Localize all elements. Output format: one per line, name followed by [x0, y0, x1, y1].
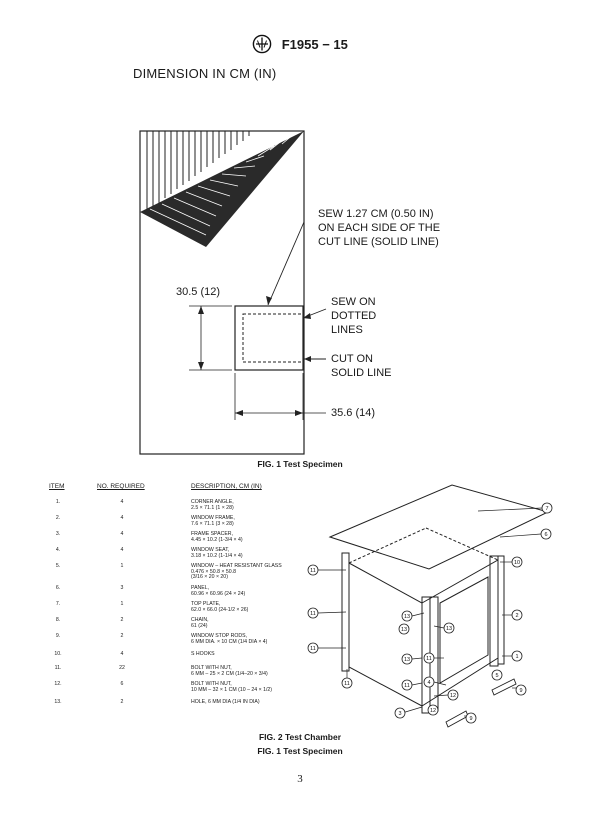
dimension-note: DIMENSION IN CM (IN) — [133, 66, 277, 81]
balloon-label: 12 — [430, 708, 436, 714]
fig1-drawing — [139, 130, 327, 455]
dim-height-label: 30.5 (12) — [176, 286, 221, 298]
window-stop-rods — [445, 678, 517, 728]
specimen-outline — [139, 130, 305, 455]
balloon-label: 11 — [404, 683, 410, 689]
fig2-caption: FIG. 2 Test Chamber — [258, 732, 342, 742]
balloon-label: 11 — [426, 656, 432, 662]
standard-designation: F1955 − 15 — [281, 36, 348, 52]
cut-line-rect — [234, 305, 304, 371]
astm-logo-icon — [252, 34, 272, 57]
vertical-hatching — [146, 131, 250, 212]
dim-width-label: 35.6 (14) — [331, 407, 376, 419]
balloon-label: 13 — [404, 614, 410, 620]
balloon-label: 7 — [545, 506, 548, 512]
page-number: 3 — [297, 773, 303, 785]
col-header-qty: NO. REQUIRED — [97, 483, 145, 490]
balloon-label: 9 — [469, 716, 472, 722]
balloon-label: 6 — [544, 532, 547, 538]
balloon-label: 11 — [344, 681, 350, 687]
callout-sew-cut: SEW 1.27 CM (0.50 IN) ON EACH SIDE OF TH… — [318, 208, 441, 248]
balloon-circles — [307, 502, 553, 724]
callout-cut-solid: CUT ON SOLID LINE — [331, 353, 392, 379]
col-header-desc: DESCRIPTION, CM (IN) — [191, 483, 262, 490]
balloon-label: 13 — [446, 626, 452, 632]
fig2-sub-caption: FIG. 1 Test Specimen — [257, 746, 343, 756]
fig1-caption: FIG. 1 Test Specimen — [257, 459, 343, 469]
balloon-label: 10 — [514, 560, 520, 566]
balloon-label: 13 — [404, 657, 410, 663]
balloon-label: 12 — [450, 693, 456, 699]
balloon-label: 1 — [515, 654, 518, 660]
chamber-body — [341, 527, 505, 714]
balloon-label: 2 — [515, 613, 518, 619]
wedge-hatch-lines — [149, 133, 295, 236]
balloon-label: 11 — [310, 568, 316, 574]
callout-sew-dotted: SEW ON DOTTED LINES — [331, 296, 377, 336]
balloon-label: 5 — [495, 673, 498, 679]
leader-sew-cut — [267, 221, 305, 306]
col-header-item: ITEM — [49, 483, 65, 490]
balloon-label: 11 — [310, 646, 316, 652]
balloon-label: 13 — [401, 627, 407, 633]
balloon-label: 9 — [519, 688, 522, 694]
sew-line-rect — [242, 313, 304, 363]
balloon-label: 11 — [310, 611, 316, 617]
balloon-label: 4 — [427, 680, 430, 686]
hatched-wedge — [140, 131, 304, 247]
page-header: F1955 − 15 — [0, 34, 600, 57]
balloon-label: 3 — [398, 711, 401, 717]
